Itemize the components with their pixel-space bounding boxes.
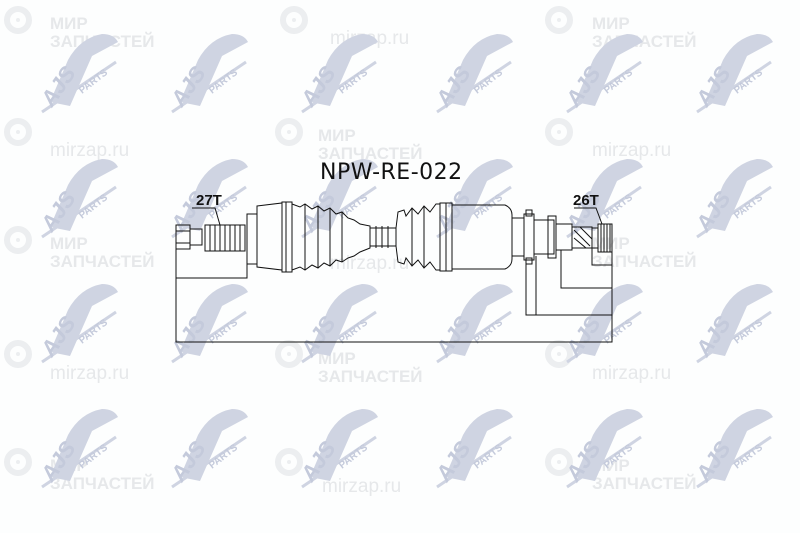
right-spline	[597, 223, 613, 253]
leader-27t	[192, 207, 221, 226]
watermark-url: mirzap.ru	[50, 140, 130, 161]
watermark-url: mirzap.ru	[592, 140, 672, 161]
map-pin-icon	[275, 340, 303, 368]
spline-count-left: 27T	[196, 192, 222, 209]
map-pin-icon	[4, 118, 32, 146]
map-pin-icon	[4, 340, 32, 368]
map-pin-icon	[545, 6, 573, 34]
left-spline	[204, 224, 246, 252]
part-number-title: NPW-RE-022	[320, 160, 463, 185]
watermark-url: mirzap.ru	[330, 253, 410, 274]
stub-axle	[523, 209, 599, 265]
map-pin-icon	[4, 448, 32, 476]
inner-cv-housing	[439, 202, 525, 272]
inner-boot	[395, 203, 441, 271]
map-pin-icon	[4, 6, 32, 34]
dimension-lines	[175, 248, 613, 343]
spline-count-right: 26T	[573, 192, 599, 209]
watermark-url: mirzap.ru	[322, 476, 402, 497]
map-pin-icon	[4, 226, 32, 254]
map-pin-icon	[280, 6, 308, 34]
watermark-url: mirzap.ru	[592, 363, 672, 384]
watermark-url: mirzap.ru	[50, 363, 130, 384]
leader-26t	[574, 207, 603, 225]
outer-cv-joint	[246, 201, 371, 273]
map-pin-icon	[275, 448, 303, 476]
map-pin-icon	[275, 118, 303, 146]
shaft	[369, 226, 397, 248]
left-nut	[175, 224, 203, 250]
map-pin-icon	[545, 118, 573, 146]
